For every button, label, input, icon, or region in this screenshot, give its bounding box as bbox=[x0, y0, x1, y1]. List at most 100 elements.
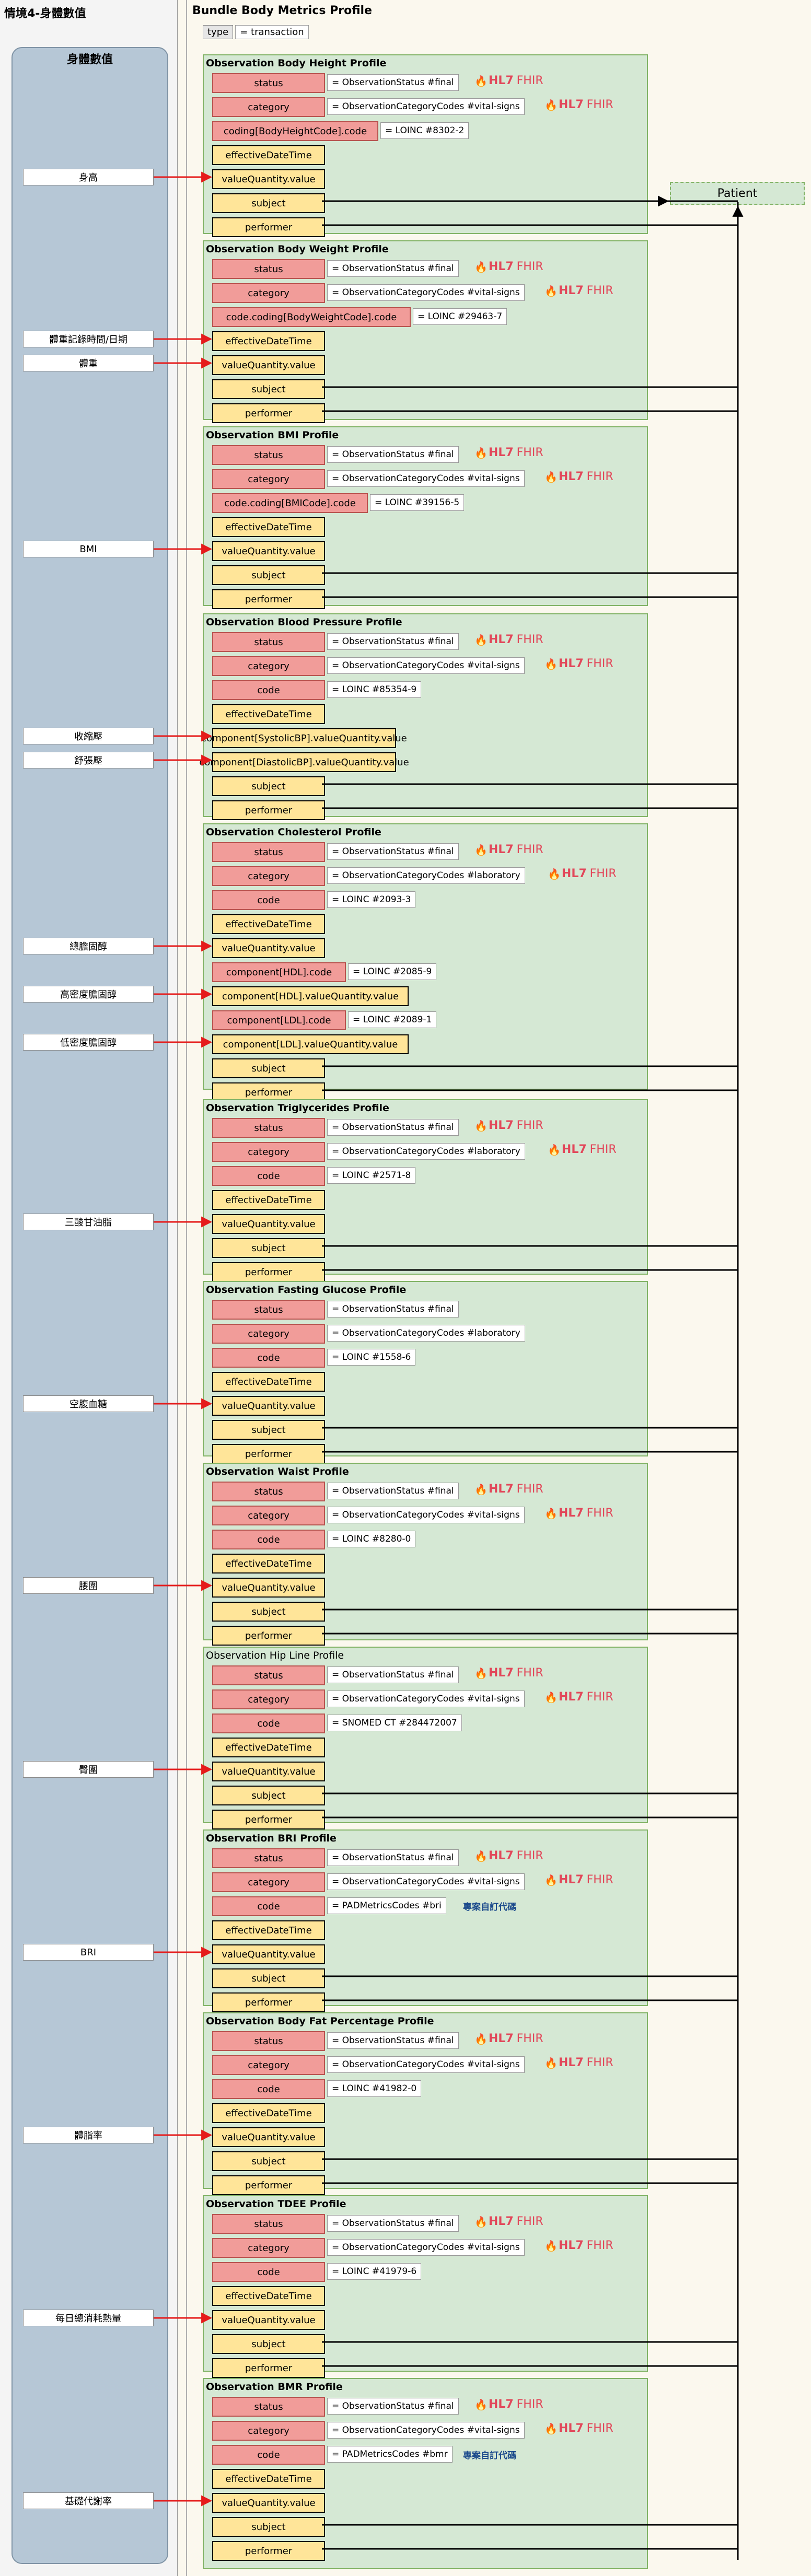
field-value: = ObservationStatus #final bbox=[327, 1849, 459, 1866]
fhir-text: FHIR bbox=[516, 1483, 543, 1496]
fhir-text: FHIR bbox=[586, 284, 613, 297]
field-value: = ObservationStatus #final bbox=[327, 1119, 459, 1136]
field-value: = LOINC #41979-6 bbox=[327, 2263, 422, 2280]
field-code: code bbox=[212, 1714, 325, 1733]
source-label: 身高 bbox=[23, 169, 154, 185]
field-value: = ObservationStatus #final bbox=[327, 2215, 459, 2232]
profile-title: Observation BMR Profile bbox=[206, 2381, 343, 2393]
profile-title: Observation BMI Profile bbox=[206, 429, 339, 441]
hl7-text: HL7 bbox=[488, 260, 514, 273]
field-subject: subject bbox=[212, 1602, 325, 1622]
bundle-type-key: type bbox=[203, 25, 234, 39]
field-valuequantity-value: valueQuantity.value bbox=[212, 2310, 325, 2330]
field-status: status bbox=[212, 1300, 325, 1320]
field-performer: performer bbox=[212, 2175, 325, 2195]
field-value: = SNOMED CT #284472007 bbox=[327, 1715, 462, 1731]
fhir-text: FHIR bbox=[586, 1507, 613, 1520]
flame-icon: 🔥 bbox=[544, 2422, 558, 2435]
hl7-text: HL7 bbox=[558, 284, 584, 297]
fhir-text: FHIR bbox=[586, 1873, 613, 1886]
field-value: = LOINC #2093-3 bbox=[327, 891, 416, 908]
field-performer: performer bbox=[212, 403, 325, 423]
fhir-text: FHIR bbox=[586, 2239, 613, 2252]
field-subject: subject bbox=[212, 2334, 325, 2354]
field-effectivedatetime: effectiveDateTime bbox=[212, 1554, 325, 1573]
fhir-text: FHIR bbox=[516, 1849, 543, 1862]
flame-icon: 🔥 bbox=[474, 2032, 488, 2045]
source-label: 體重記錄時間/日期 bbox=[23, 331, 154, 347]
source-label: 空腹血糖 bbox=[23, 1395, 154, 1412]
fhir-text: FHIR bbox=[586, 2422, 613, 2435]
field-value: = ObservationCategoryCodes #vital-signs bbox=[327, 2239, 525, 2256]
field-value: = ObservationStatus #final bbox=[327, 260, 459, 277]
field-category: category bbox=[212, 1142, 325, 1162]
field-component-hdl-code: component[HDL].code bbox=[212, 962, 346, 982]
field-status: status bbox=[212, 2031, 325, 2051]
field-code-coding-bmicode-code: code.coding[BMICode].code bbox=[212, 493, 368, 513]
flame-icon: 🔥 bbox=[544, 1873, 558, 1886]
bundle-title: Bundle Body Metrics Profile bbox=[192, 4, 372, 17]
field-performer: performer bbox=[212, 800, 325, 820]
flame-icon: 🔥 bbox=[544, 284, 558, 297]
field-valuequantity-value: valueQuantity.value bbox=[212, 355, 325, 375]
field-value: = ObservationStatus #final bbox=[327, 74, 459, 91]
flame-icon: 🔥 bbox=[474, 74, 488, 87]
field-performer: performer bbox=[212, 1626, 325, 1646]
flame-icon: 🔥 bbox=[474, 1849, 488, 1862]
source-label: 腰圍 bbox=[23, 1577, 154, 1594]
field-category: category bbox=[212, 1324, 325, 1344]
hl7-text: HL7 bbox=[488, 74, 514, 87]
source-label: BMI bbox=[23, 541, 154, 557]
field-effectivedatetime: effectiveDateTime bbox=[212, 2469, 325, 2489]
fhir-text: FHIR bbox=[589, 867, 617, 880]
field-performer: performer bbox=[212, 1810, 325, 1829]
fhir-text: FHIR bbox=[586, 98, 613, 111]
field-code-coding-bodyweightcode-code: code.coding[BodyWeightCode].code bbox=[212, 307, 411, 327]
flame-icon: 🔥 bbox=[474, 446, 488, 459]
field-value: = LOINC #39156-5 bbox=[370, 494, 465, 511]
fhir-text: FHIR bbox=[516, 2215, 543, 2228]
field-code: code bbox=[212, 890, 325, 910]
source-label: 體重 bbox=[23, 355, 154, 371]
field-performer: performer bbox=[212, 217, 325, 237]
field-category: category bbox=[212, 97, 325, 117]
field-performer: performer bbox=[212, 1992, 325, 2012]
field-value: = ObservationStatus #final bbox=[327, 633, 459, 650]
field-category: category bbox=[212, 2055, 325, 2075]
field-coding-bodyheightcode-code: coding[BodyHeightCode].code bbox=[212, 121, 378, 141]
field-status: status bbox=[212, 1118, 325, 1138]
field-valuequantity-value: valueQuantity.value bbox=[212, 938, 325, 958]
hl7-text: HL7 bbox=[558, 2239, 584, 2252]
field-effectivedatetime: effectiveDateTime bbox=[212, 517, 325, 537]
field-status: status bbox=[212, 73, 325, 93]
flame-icon: 🔥 bbox=[474, 633, 488, 646]
field-value: = ObservationCategoryCodes #vital-signs bbox=[327, 98, 525, 115]
hl7-text: HL7 bbox=[558, 1691, 584, 1704]
field-status: status bbox=[212, 445, 325, 465]
field-value: = ObservationCategoryCodes #laboratory bbox=[327, 867, 525, 884]
profile-title: Observation Body Weight Profile bbox=[206, 243, 389, 255]
field-valuequantity-value: valueQuantity.value bbox=[212, 1578, 325, 1598]
fhir-text: FHIR bbox=[589, 1143, 617, 1156]
field-value: = ObservationStatus #final bbox=[327, 1666, 459, 1683]
fhir-text: FHIR bbox=[586, 470, 613, 483]
field-category: category bbox=[212, 656, 325, 676]
field-category: category bbox=[212, 866, 325, 886]
field-code: code bbox=[212, 1896, 325, 1916]
fhir-text: FHIR bbox=[516, 2032, 543, 2045]
field-valuequantity-value: valueQuantity.value bbox=[212, 1944, 325, 1964]
field-effectivedatetime: effectiveDateTime bbox=[212, 704, 325, 724]
source-label: 收縮壓 bbox=[23, 728, 154, 744]
